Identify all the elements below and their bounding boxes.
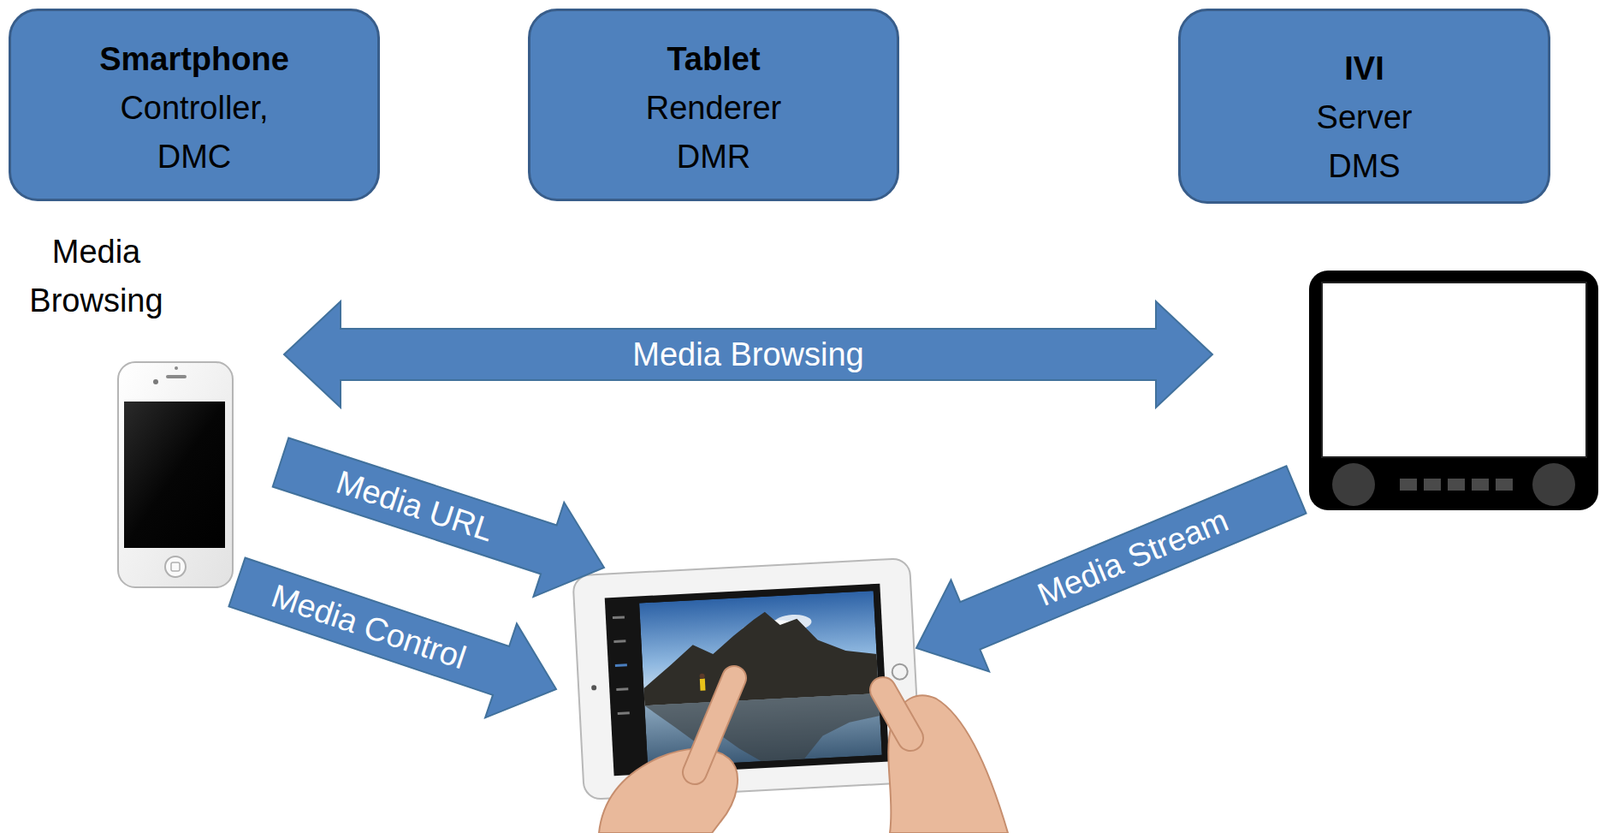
phone-screen bbox=[124, 401, 226, 548]
toolbar-icon bbox=[616, 687, 629, 691]
phone-camera bbox=[153, 379, 159, 385]
ivi-screen bbox=[1321, 282, 1587, 457]
phone-speaker bbox=[165, 374, 187, 379]
toolbar-icon bbox=[613, 639, 626, 643]
ivi-button bbox=[1471, 478, 1489, 491]
left-finger bbox=[694, 677, 735, 772]
device-role-box: TabletRenderer DMR bbox=[527, 8, 900, 202]
box-heading: Smartphone bbox=[99, 35, 290, 84]
tablet-home-button bbox=[891, 663, 908, 680]
box-role-text: Controller, DMC bbox=[112, 83, 276, 182]
block-arrow bbox=[916, 465, 1307, 671]
hands-illustration bbox=[598, 677, 1008, 833]
phone-body bbox=[118, 361, 233, 587]
block-arrow bbox=[228, 557, 557, 718]
smartphone-illustration bbox=[118, 361, 233, 587]
box-heading: IVI bbox=[1344, 44, 1384, 94]
photo-figure bbox=[699, 678, 706, 691]
device-role-box: IVIServer DMS bbox=[1178, 8, 1551, 204]
ivi-illustration bbox=[1309, 270, 1599, 510]
arrow-label: Media Browsing bbox=[632, 337, 864, 371]
arrow-label: Media Stream bbox=[1033, 503, 1233, 611]
toolbar-icon bbox=[617, 711, 630, 715]
phone-home-button bbox=[165, 556, 186, 577]
block-arrow bbox=[272, 437, 605, 597]
ivi-body bbox=[1309, 270, 1599, 510]
box-heading: Tablet bbox=[666, 35, 760, 84]
right-thumb bbox=[882, 689, 911, 738]
toolbar-icon bbox=[615, 663, 628, 667]
box-role-text: Server DMS bbox=[1283, 93, 1446, 191]
tablet-camera bbox=[591, 684, 597, 690]
ivi-button bbox=[1447, 478, 1465, 491]
right-thumb-outline bbox=[882, 689, 911, 738]
photo-sky bbox=[639, 590, 879, 706]
phone-sensor bbox=[174, 366, 178, 370]
photo-mountains bbox=[640, 605, 879, 706]
section-label: Media Browsing bbox=[23, 227, 170, 326]
device-role-box: SmartphoneController, DMC bbox=[8, 8, 380, 202]
tablet-body bbox=[572, 557, 921, 800]
block-arrow bbox=[284, 301, 1213, 408]
ivi-button bbox=[1495, 478, 1513, 491]
photo-figure bbox=[699, 673, 705, 679]
ivi-knob bbox=[1532, 462, 1576, 506]
box-role-text: Renderer DMR bbox=[632, 83, 795, 182]
ivi-button bbox=[1423, 478, 1441, 491]
phone-home-icon bbox=[171, 562, 180, 571]
ivi-knob bbox=[1332, 462, 1375, 506]
left-hand bbox=[598, 748, 738, 833]
left-finger-outline bbox=[694, 677, 735, 772]
landscape-photo bbox=[639, 590, 883, 767]
tablet-illustration bbox=[572, 557, 921, 800]
tablet-screen bbox=[604, 583, 889, 777]
toolbar-icon bbox=[612, 615, 625, 619]
ivi-button bbox=[1399, 478, 1417, 491]
arrow-label: Media URL bbox=[331, 464, 498, 546]
